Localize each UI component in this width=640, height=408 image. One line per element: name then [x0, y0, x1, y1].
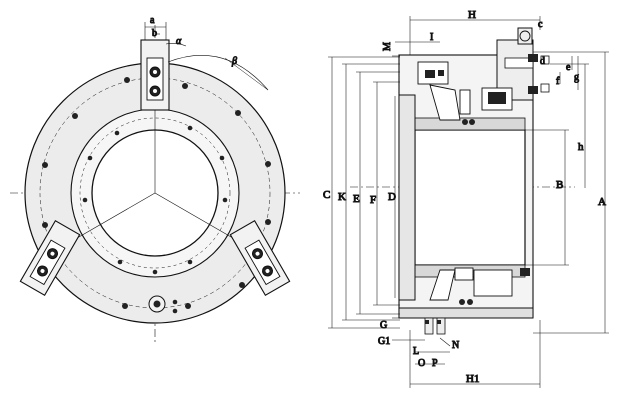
- inner-bolt-holes: [82, 125, 228, 275]
- label-b: b: [152, 28, 157, 39]
- label-h: h: [578, 141, 584, 153]
- label-I: I: [430, 32, 433, 43]
- radial-line-right: [154, 192, 246, 246]
- outer-bolt-holes: [42, 77, 271, 309]
- label-O: O: [418, 358, 425, 369]
- side-view: [328, 16, 609, 388]
- label-P: P: [432, 358, 438, 369]
- side-bore: [414, 129, 526, 266]
- radial-line-left: [64, 192, 156, 246]
- label-F: F: [370, 194, 376, 206]
- label-D: D: [388, 191, 396, 203]
- jaw-top: [140, 39, 170, 111]
- inner-bolt-circle: [79, 117, 231, 269]
- label-f: f: [556, 76, 560, 87]
- label-G1: G1: [378, 336, 390, 347]
- label-A: A: [598, 196, 606, 208]
- label-g: g: [574, 72, 579, 83]
- label-alpha: α: [176, 36, 182, 47]
- label-c: c: [538, 19, 543, 30]
- label-H1: H1: [466, 373, 479, 385]
- label-N: N: [452, 340, 459, 351]
- label-d: d: [540, 56, 545, 67]
- side-bottom-fittings: [424, 317, 446, 335]
- side-dimension-lines: [328, 16, 609, 388]
- jaw-right: [229, 219, 291, 297]
- label-B: B: [556, 179, 563, 191]
- label-beta: β: [231, 56, 237, 67]
- label-e: e: [566, 62, 571, 73]
- dim-alpha-arc: [165, 43, 187, 47]
- side-left-plate: [398, 94, 416, 301]
- side-base-plate: [398, 307, 534, 319]
- dim-beta-arc: [167, 55, 269, 91]
- front-view: [10, 22, 300, 345]
- label-a: a: [150, 15, 155, 26]
- label-H: H: [468, 9, 476, 21]
- label-C: C: [323, 189, 330, 201]
- label-G: G: [380, 320, 387, 331]
- side-mechanism-top: [417, 61, 513, 125]
- label-E: E: [353, 193, 360, 205]
- label-M: M: [382, 42, 393, 51]
- side-mechanism-bottom: [429, 267, 530, 305]
- label-L: L: [413, 346, 419, 357]
- jaw-left: [19, 219, 81, 297]
- label-K: K: [338, 191, 346, 203]
